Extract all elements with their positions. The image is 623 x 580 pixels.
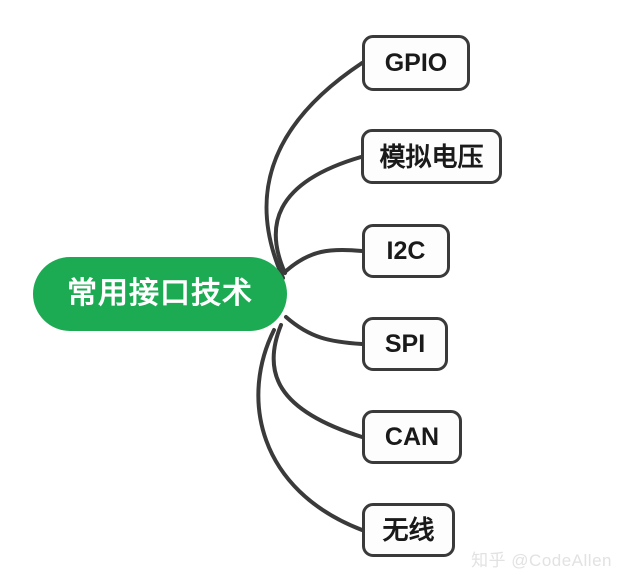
root-node-label: 常用接口技术 — [67, 277, 253, 310]
branch-edge-wireless — [256, 328, 364, 532]
branch-edge-analog-voltage — [273, 155, 363, 275]
leaf-node-can[interactable]: CAN — [362, 410, 462, 464]
leaf-node-gpio[interactable]: GPIO — [362, 35, 470, 91]
leaf-node-label: SPI — [384, 329, 426, 358]
leaf-node-label: CAN — [384, 422, 440, 451]
leaf-node-analog-voltage[interactable]: 模拟电压 — [361, 129, 502, 184]
leaf-node-label: I2C — [386, 236, 426, 265]
leaf-node-label: 无线 — [382, 515, 435, 545]
branch-edge-gpio — [264, 61, 364, 280]
branch-edge-i2c — [284, 247, 364, 273]
leaf-node-spi[interactable]: SPI — [362, 317, 448, 371]
leaf-node-label: 模拟电压 — [379, 141, 484, 172]
branch-edge-spi — [284, 315, 364, 346]
branch-edge-can — [271, 323, 364, 439]
watermark-text: 知乎 @CodeAllen — [471, 551, 612, 570]
root-node-common-interface-tech[interactable]: 常用接口技术 — [33, 257, 287, 331]
leaf-node-label: GPIO — [384, 48, 448, 77]
leaf-node-i2c[interactable]: I2C — [362, 224, 450, 278]
leaf-node-wireless[interactable]: 无线 — [362, 503, 455, 557]
